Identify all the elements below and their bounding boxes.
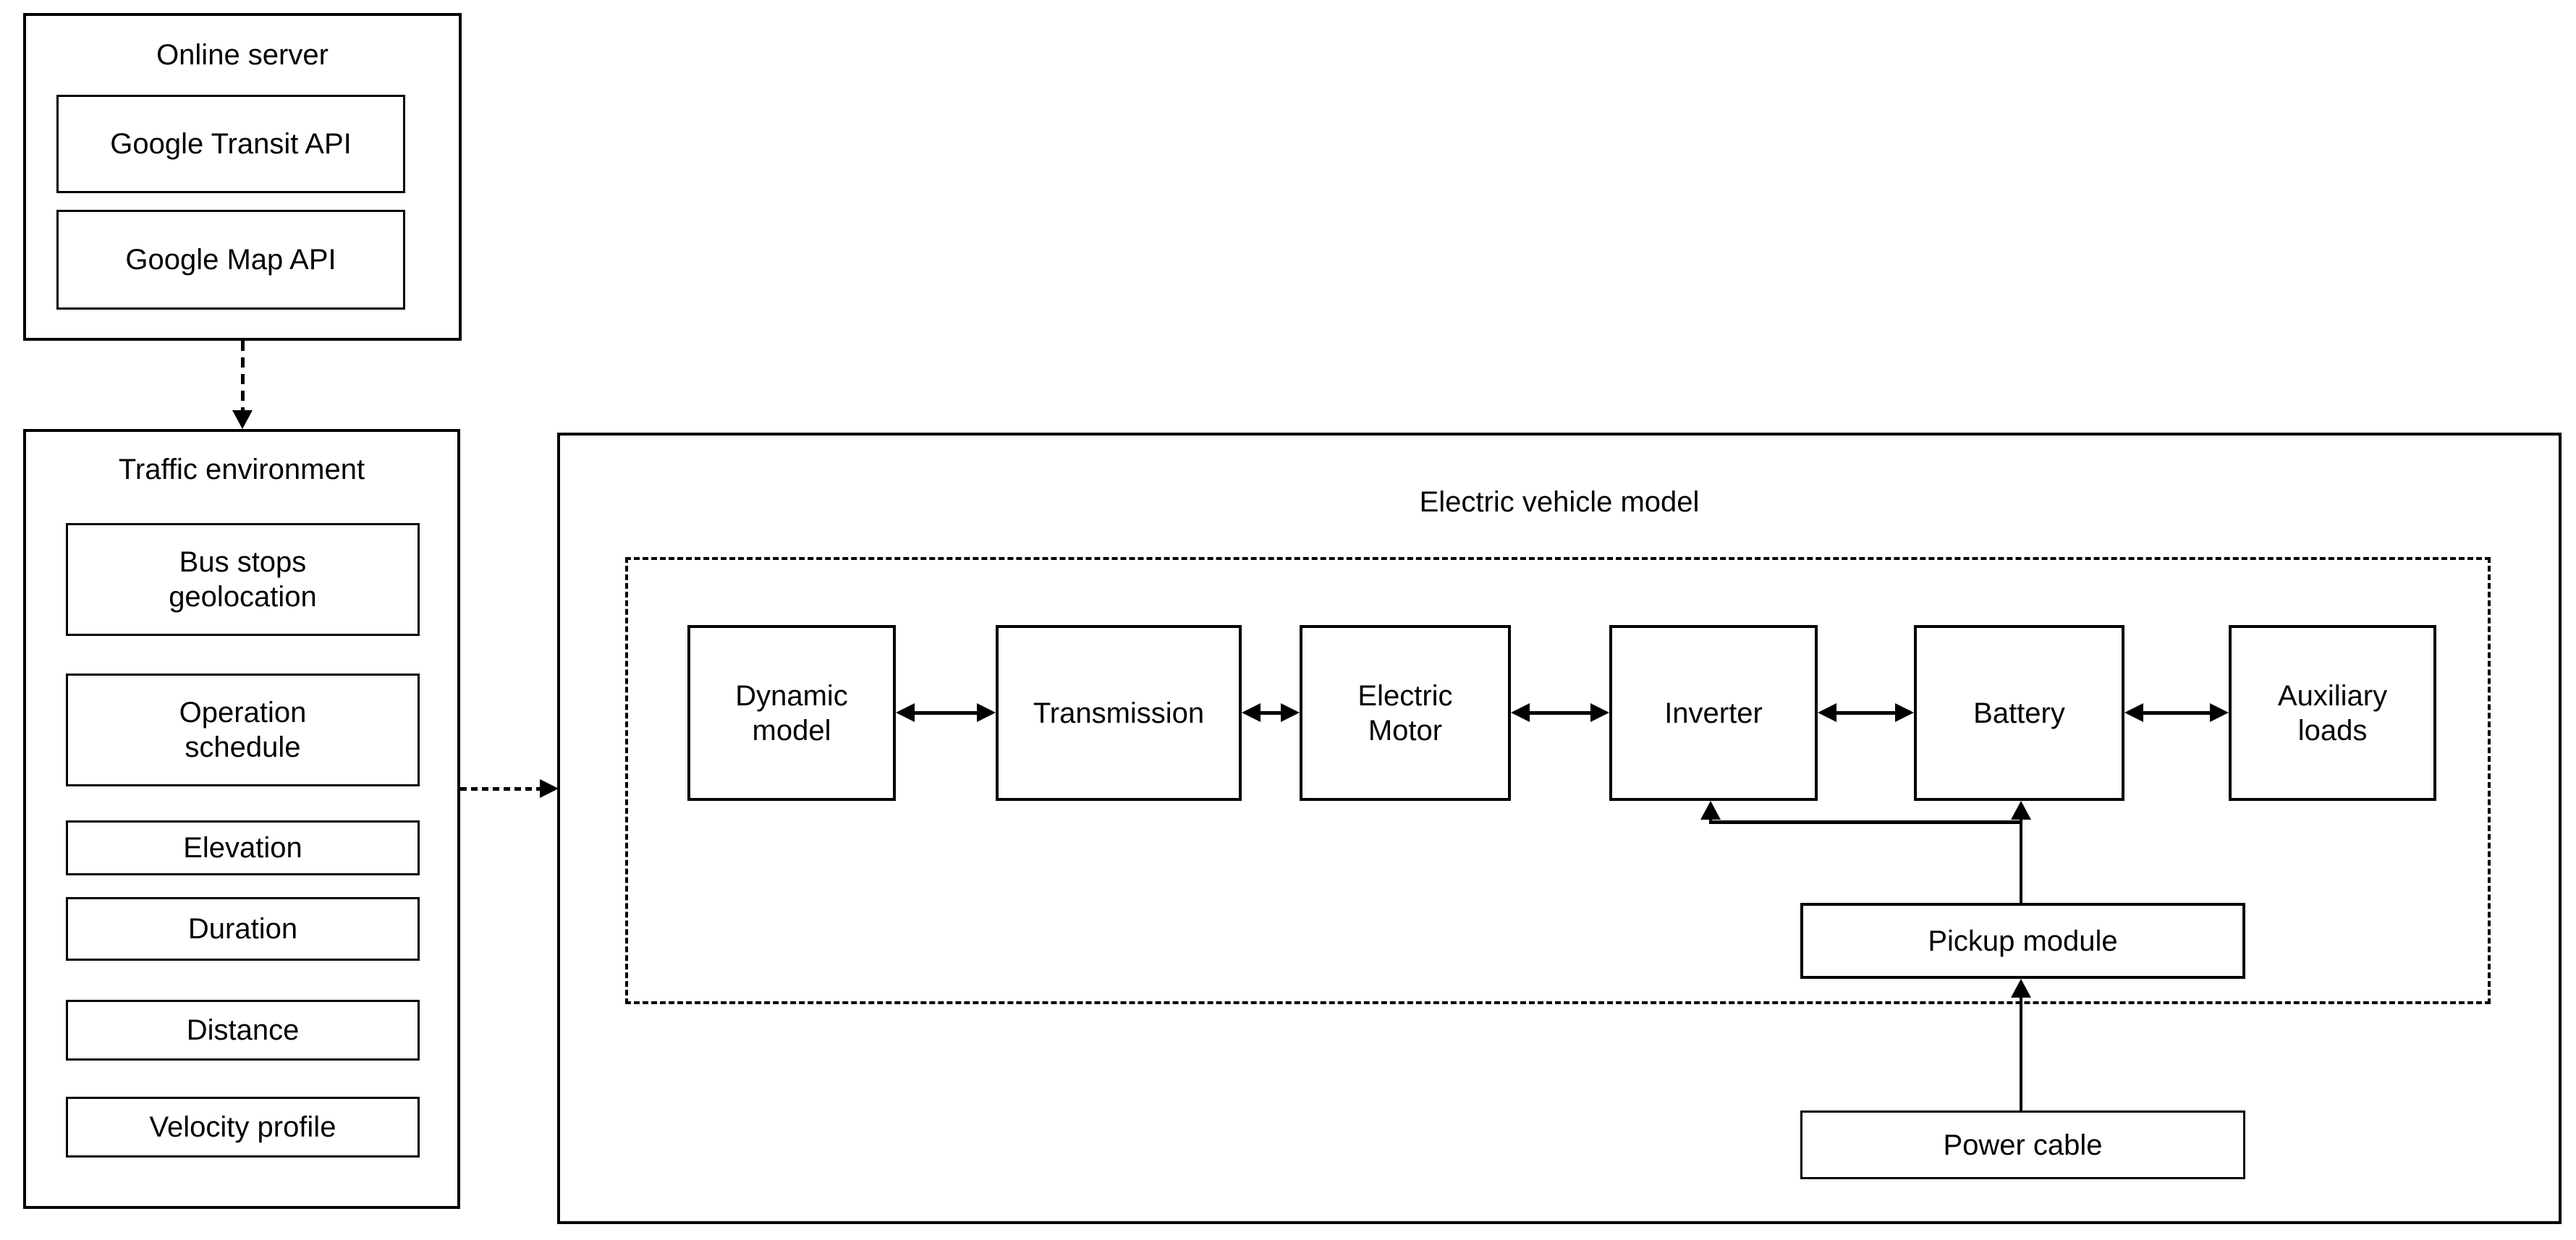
traffic-to-ev-arrowhead-icon — [540, 779, 559, 798]
dynamic-model-box: Dynamic model — [687, 625, 896, 801]
ev-internal-dashed-boundary — [625, 557, 2491, 1004]
google-transit-api-box: Google Transit API — [56, 95, 405, 193]
arrow-shaft — [2138, 711, 2216, 715]
online-server-title: Online server — [156, 39, 329, 71]
arrowhead-right-icon — [977, 703, 996, 722]
power-cable-to-pickup-line — [2020, 996, 2022, 1111]
server-to-traffic-arrowhead-icon — [232, 410, 253, 429]
auxiliary-loads-box: Auxiliary loads — [2229, 625, 2436, 801]
online-server-box: Online server Google Transit API Google … — [23, 13, 462, 341]
arrow-shaft — [1252, 711, 1289, 715]
arrow-shaft — [1831, 711, 1901, 715]
inverter-box: Inverter — [1609, 625, 1818, 801]
traffic-to-ev-arrow-line — [460, 787, 540, 791]
transmission-box: Transmission — [996, 625, 1242, 801]
velocity-profile-box: Velocity profile — [66, 1097, 420, 1158]
traffic-environment-title: Traffic environment — [118, 454, 365, 485]
pickup-to-inverter-arrowhead-icon — [1700, 801, 1721, 820]
power-cable-to-pickup-arrowhead-icon — [2011, 979, 2031, 998]
arrowhead-right-icon — [1895, 703, 1914, 722]
bus-stops-geolocation-box: Bus stops geolocation — [66, 523, 420, 636]
server-to-traffic-arrow-line — [241, 341, 245, 410]
power-cable-box: Power cable — [1800, 1111, 2245, 1179]
motor-inverter-arrow — [1511, 703, 1609, 722]
arrowhead-right-icon — [1590, 703, 1609, 722]
battery-auxiliary-arrow — [2124, 703, 2229, 722]
pickup-to-inverter-stub-line — [1709, 818, 1712, 824]
dynamic-transmission-arrow — [896, 703, 996, 722]
inverter-battery-arrow — [1818, 703, 1914, 722]
electric-vehicle-model-title: Electric vehicle model — [1419, 486, 1700, 518]
pickup-to-battery-arrowhead-icon — [2011, 801, 2031, 820]
arrowhead-right-icon — [2210, 703, 2229, 722]
traffic-environment-box: Traffic environment Bus stops geolocatio… — [23, 429, 460, 1209]
elevation-box: Elevation — [66, 820, 420, 875]
distance-box: Distance — [66, 1000, 420, 1061]
pickup-module-box: Pickup module — [1800, 903, 2245, 979]
battery-box: Battery — [1914, 625, 2124, 801]
arrow-shaft — [1524, 711, 1596, 715]
electric-motor-box: Electric Motor — [1300, 625, 1511, 801]
arrow-shaft — [909, 711, 983, 715]
google-map-api-box: Google Map API — [56, 210, 405, 310]
arrowhead-right-icon — [1281, 703, 1300, 722]
electric-vehicle-model-box: Electric vehicle model Dynamic model Tra… — [557, 433, 2562, 1224]
pickup-to-inverter-branch-line — [1711, 820, 2022, 824]
transmission-motor-arrow — [1242, 703, 1300, 722]
duration-box: Duration — [66, 897, 420, 961]
operation-schedule-box: Operation schedule — [66, 674, 420, 786]
pickup-to-battery-line — [2020, 818, 2022, 903]
